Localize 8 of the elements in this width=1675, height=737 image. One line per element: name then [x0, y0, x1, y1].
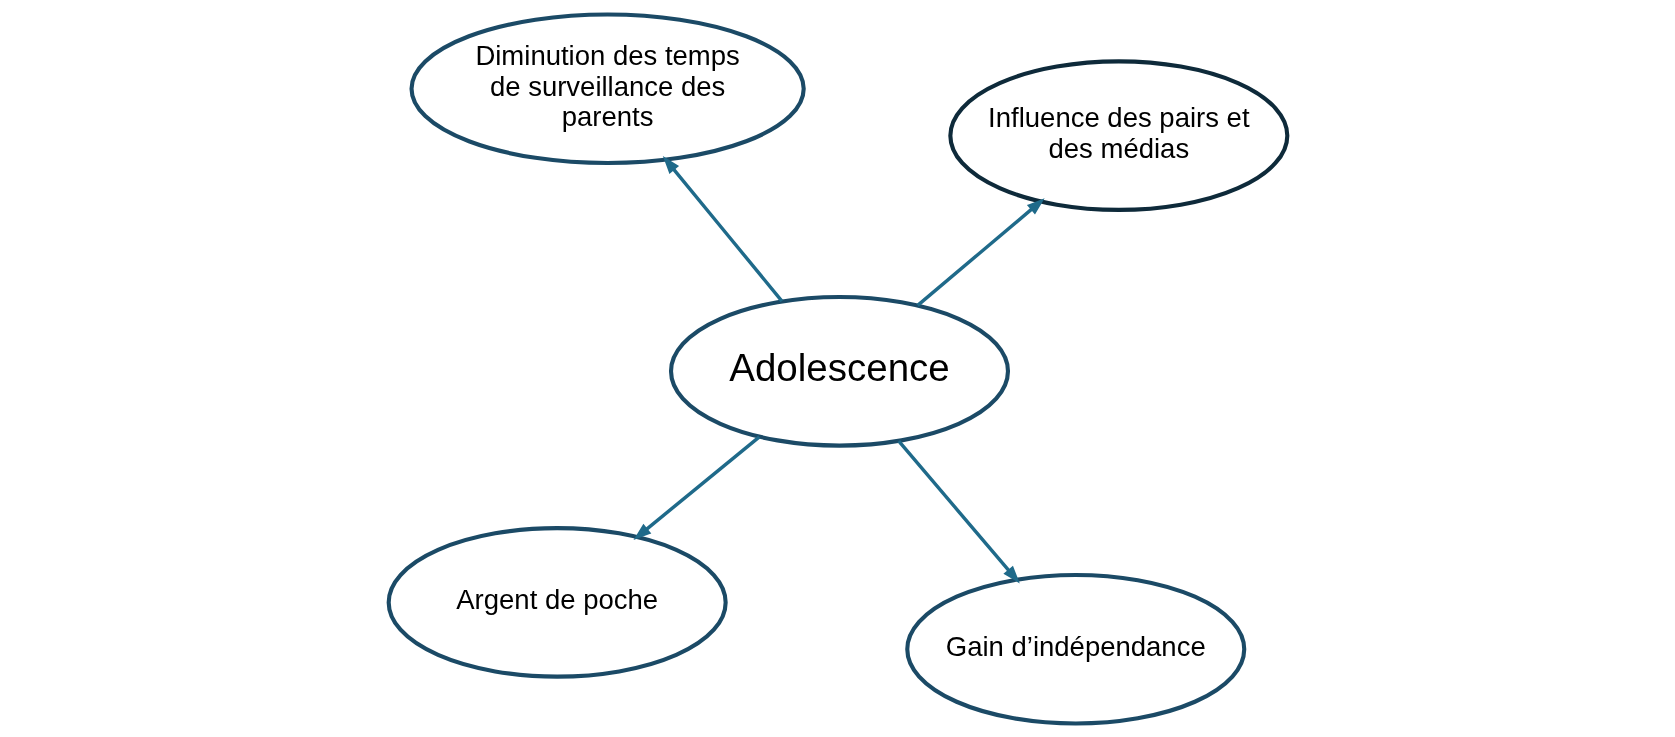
arrow — [662, 155, 783, 302]
arrow — [916, 197, 1045, 307]
node-ellipse: Influence des pairs et des médias — [947, 58, 1289, 212]
arrow — [633, 435, 760, 540]
node-ellipse: Adolescence — [668, 294, 1010, 448]
arrow — [897, 439, 1020, 583]
node-ellipse: Gain d’indépendance — [904, 572, 1246, 726]
node-ellipse: Diminution des temps de surveillance des parents — [408, 11, 806, 165]
